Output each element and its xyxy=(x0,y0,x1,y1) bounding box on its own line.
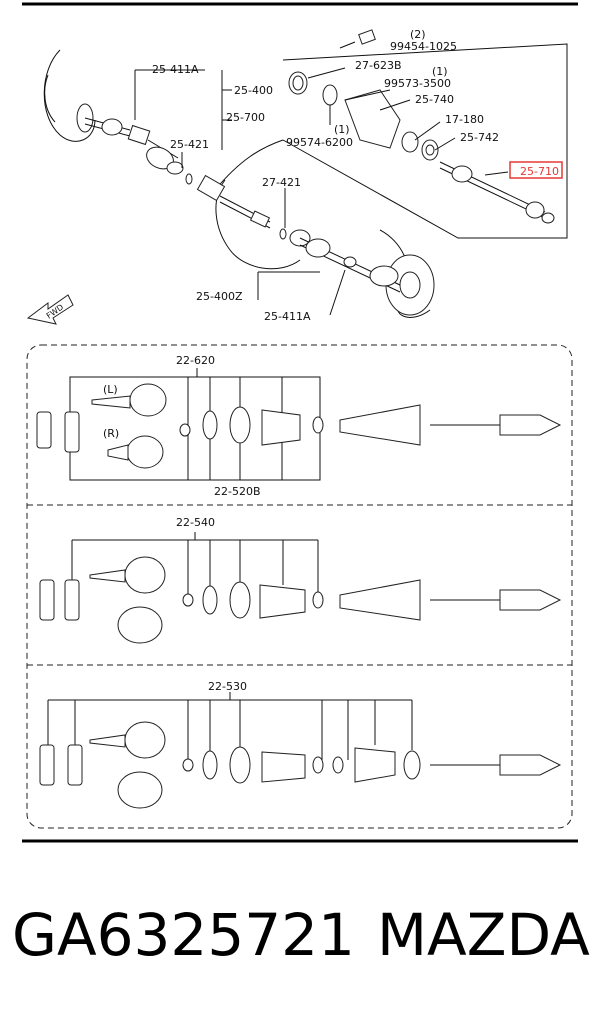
label-25-700: 25-700 xyxy=(226,111,265,124)
label-25-400: 25-400 xyxy=(234,84,273,97)
label-99573-3500: 99573-3500 xyxy=(384,77,451,90)
highlight-box-25-710[interactable] xyxy=(509,161,563,179)
label-25-411A-top: 25-411A xyxy=(152,63,199,76)
label-25-710: 25-710 xyxy=(520,165,559,178)
label-17-180: 17-180 xyxy=(445,113,484,126)
brand-name: MAZDA xyxy=(377,901,590,969)
kit-panel: 22-620 (L) (R) 22-520B xyxy=(26,344,573,829)
label-25-742: 25-742 xyxy=(460,131,499,144)
label-1a: (1) xyxy=(432,65,448,78)
label-99574-6200: 99574-6200 xyxy=(286,136,353,149)
label-99454-1025: 99454-1025 xyxy=(390,40,457,53)
kit-row-22-540: 22-540 xyxy=(39,516,562,644)
label-25-400Z: 25-400Z xyxy=(196,290,243,303)
label-27-623B: 27-623B xyxy=(355,59,402,72)
label-25-740: 25-740 xyxy=(415,93,454,106)
label-22-520B: 22-520B xyxy=(214,485,261,498)
label-25-421: 25-421 xyxy=(170,138,209,151)
exploded-frame xyxy=(282,43,568,239)
label-22-620: 22-620 xyxy=(176,354,215,367)
kit-row-22-620: 22-620 (L) (R) 22-520B xyxy=(36,354,562,498)
fwd-arrow-icon xyxy=(26,294,74,325)
label-22-540: 22-540 xyxy=(176,516,215,529)
label-1b: (1) xyxy=(334,123,350,136)
kit-panel-frame xyxy=(26,344,573,829)
label-L: (L) xyxy=(103,383,118,396)
label-27-421: 27-421 xyxy=(262,176,301,189)
label-R: (R) xyxy=(103,427,119,440)
top-exploded-view: 25-411A 25-400 25-700 25-421 27-421 25-4… xyxy=(26,28,568,325)
label-25-411A-bottom: 25-411A xyxy=(264,310,311,323)
part-number: GA6325721 xyxy=(12,901,355,969)
kit-row-22-530: 22-530 xyxy=(39,680,562,809)
label-2: (2) xyxy=(410,28,426,41)
label-22-530: 22-530 xyxy=(208,680,247,693)
left-hub-outline xyxy=(43,49,96,142)
